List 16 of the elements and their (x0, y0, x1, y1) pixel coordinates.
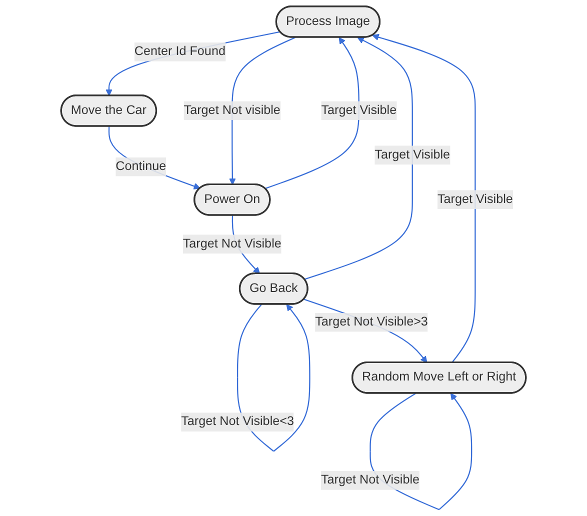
arrow (108, 126, 200, 190)
edge-label: Target Not Visible>3 (315, 315, 428, 329)
arrow (106, 31, 280, 96)
edge-label: Target Visible (437, 192, 513, 206)
edge-label: Target Visible (321, 104, 397, 117)
edge-label: Center Id Found (134, 44, 226, 58)
arrow (228, 36, 296, 185)
edge-label: Target Not Visible<3 (181, 415, 294, 428)
arrow (264, 37, 360, 190)
edge-label: Target Not Visible (321, 473, 420, 487)
arrow (372, 34, 476, 363)
edge-label: Target Not visible (184, 104, 280, 117)
edge-label: Target Visible (374, 148, 450, 162)
edge-label: Target Not Visible (182, 237, 282, 250)
arrow (304, 37, 413, 280)
edge-label: Continue (116, 160, 166, 174)
